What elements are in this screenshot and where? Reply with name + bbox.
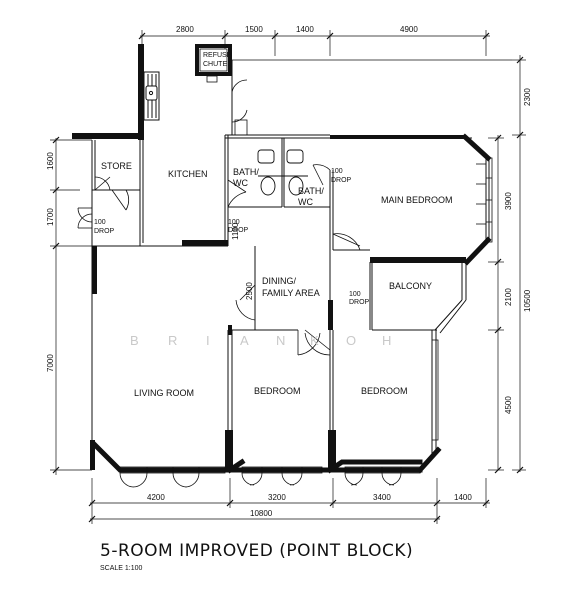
windows xyxy=(119,119,493,488)
dim-interior-1: 2500 xyxy=(245,282,254,300)
svg-text:O: O xyxy=(346,333,358,348)
dim-bottom-2: 3200 xyxy=(268,493,286,502)
svg-text:R: R xyxy=(168,333,179,348)
drop-bath1-2: DROP xyxy=(228,227,249,234)
dimension-lines xyxy=(50,30,526,524)
dim-bottom-3: 3400 xyxy=(373,493,391,502)
dimension-ticks xyxy=(52,32,524,523)
svg-text:N: N xyxy=(276,333,287,348)
drop-dining-1: 100 xyxy=(349,291,361,298)
refuse-chute: REFUSE CHUTE xyxy=(199,48,232,83)
drop-dining-2: DROP xyxy=(349,299,370,306)
dim-left-3: 7000 xyxy=(46,354,55,372)
dim-top-4: 4900 xyxy=(400,25,418,34)
drop-bath2-1: 100 xyxy=(331,168,343,175)
dim-right-total: 10500 xyxy=(523,289,532,312)
structural-walls xyxy=(72,44,466,470)
dim-left-2: 1700 xyxy=(46,208,55,226)
dim-interior-2: 1100 xyxy=(231,222,240,240)
room-label-bath-2: BATH/ xyxy=(298,186,324,196)
room-label-living-room: LIVING ROOM xyxy=(134,388,194,398)
floor-plan: REFUSE CHUTE xyxy=(46,25,532,524)
svg-text:K: K xyxy=(310,333,321,348)
room-label-bath-2b: WC xyxy=(298,197,313,207)
dim-bottom-total: 10800 xyxy=(250,509,273,518)
svg-text:A: A xyxy=(240,333,251,348)
dim-right-2: 2100 xyxy=(504,288,513,306)
plan-scale: SCALE 1:100 xyxy=(100,565,143,572)
bathroom-fixtures xyxy=(257,148,308,196)
dimension-labels: 2800 1500 1400 4900 4200 3200 3400 1400 … xyxy=(46,25,532,518)
drop-store-2: DROP xyxy=(94,228,115,235)
room-label-dining-b: FAMILY AREA xyxy=(262,288,320,298)
watermark: B R I A N K O H xyxy=(130,333,393,348)
room-labels: STORE KITCHEN BATH/ WC BATH/ WC MAIN BED… xyxy=(101,161,453,398)
drop-labels: 100 DROP 100 DROP 100 DROP 100 DROP xyxy=(94,168,370,306)
room-label-bedroom-2: BEDROOM xyxy=(361,386,408,396)
svg-text:B: B xyxy=(130,333,141,348)
room-label-bath-1b: WC xyxy=(233,178,248,188)
drop-bath1-1: 100 xyxy=(228,219,240,226)
plan-title: 5-ROOM IMPROVED (POINT BLOCK) xyxy=(100,541,414,561)
wall-corners xyxy=(90,133,492,474)
dim-top-2: 1500 xyxy=(245,25,263,34)
refuse-chute-label-2: CHUTE xyxy=(203,61,227,68)
drop-bath2-2: DROP xyxy=(331,177,352,184)
dim-right-3: 4500 xyxy=(504,396,513,414)
room-label-store: STORE xyxy=(101,161,132,171)
room-label-main-bedroom: MAIN BEDROOM xyxy=(381,195,453,205)
dim-bottom-4: 1400 xyxy=(454,493,472,502)
dim-bottom-1: 4200 xyxy=(147,493,165,502)
room-label-bath-1: BATH/ xyxy=(233,167,259,177)
interior-walls xyxy=(91,60,490,470)
svg-text:H: H xyxy=(382,333,393,348)
room-label-balcony: BALCONY xyxy=(389,281,432,291)
dim-right-1: 3900 xyxy=(504,192,513,210)
room-label-kitchen: KITCHEN xyxy=(168,169,208,179)
drop-store-1: 100 xyxy=(94,219,106,226)
dim-top-3: 1400 xyxy=(296,25,314,34)
dim-right-top: 2300 xyxy=(523,88,532,106)
refuse-chute-label-1: REFUSE xyxy=(203,52,232,59)
svg-text:I: I xyxy=(206,333,212,348)
doors xyxy=(77,78,486,356)
dim-top-1: 2800 xyxy=(176,25,194,34)
dim-left-1: 1600 xyxy=(46,152,55,170)
room-label-dining: DINING/ xyxy=(262,276,297,286)
kitchen-counter xyxy=(143,71,160,121)
room-label-bedroom-1: BEDROOM xyxy=(254,386,301,396)
